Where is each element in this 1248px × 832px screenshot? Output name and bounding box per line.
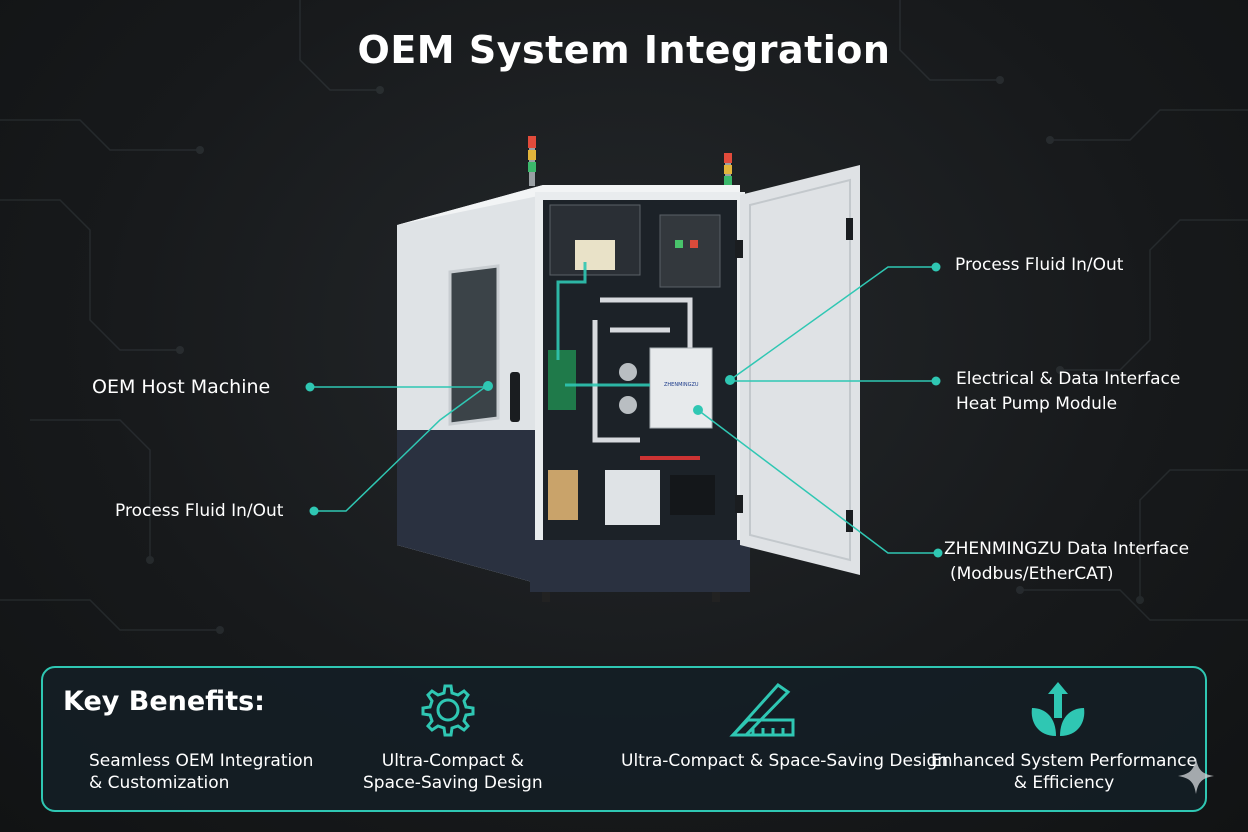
label-oem-host-machine: OEM Host Machine [92,376,271,398]
benefit-seamless-integration: Seamless OEM Integration & Customization [89,751,314,793]
benefit-space-saving: Ultra-Compact & Space-Saving Design [621,751,949,771]
label-process-fluid-left: Process Fluid In/Out [115,501,284,521]
label-electrical-data-interface: Electrical & Data Interface [956,369,1181,389]
gear-icon [421,684,475,737]
sparkle-icon [1178,758,1214,794]
signal-tower-left [528,136,536,186]
ruler-set-square-icon [729,683,795,737]
leader-fluid-left [314,384,489,512]
leaf-growth-arrow-icon [1031,682,1085,736]
svg-text:ZHENMINGZU: ZHENMINGZU [664,382,699,388]
label-data-interface: ZHENMINGZU Data Interface [944,539,1190,559]
label-heat-pump-module: Heat Pump Module [956,394,1118,414]
signal-tower-right [724,153,732,195]
benefit-compact-design: Ultra-Compact & Space-Saving Design [363,751,543,793]
leader-zhen [697,409,938,554]
leader-fluid-right [729,266,936,381]
benefit-performance-efficiency: Enhanced System Performance & Efficiency [931,751,1198,793]
page-title: OEM System Integration [357,28,891,72]
label-process-fluid-right: Process Fluid In/Out [955,255,1124,275]
key-benefits-title: Key Benefits: [63,686,265,717]
label-protocols: (Modbus/EtherCAT) [950,564,1114,584]
oem-machine-illustration: ZHENMINGZU [305,136,943,602]
key-benefits-panel: Key Benefits: Seamless OEM Integration &… [41,666,1207,812]
